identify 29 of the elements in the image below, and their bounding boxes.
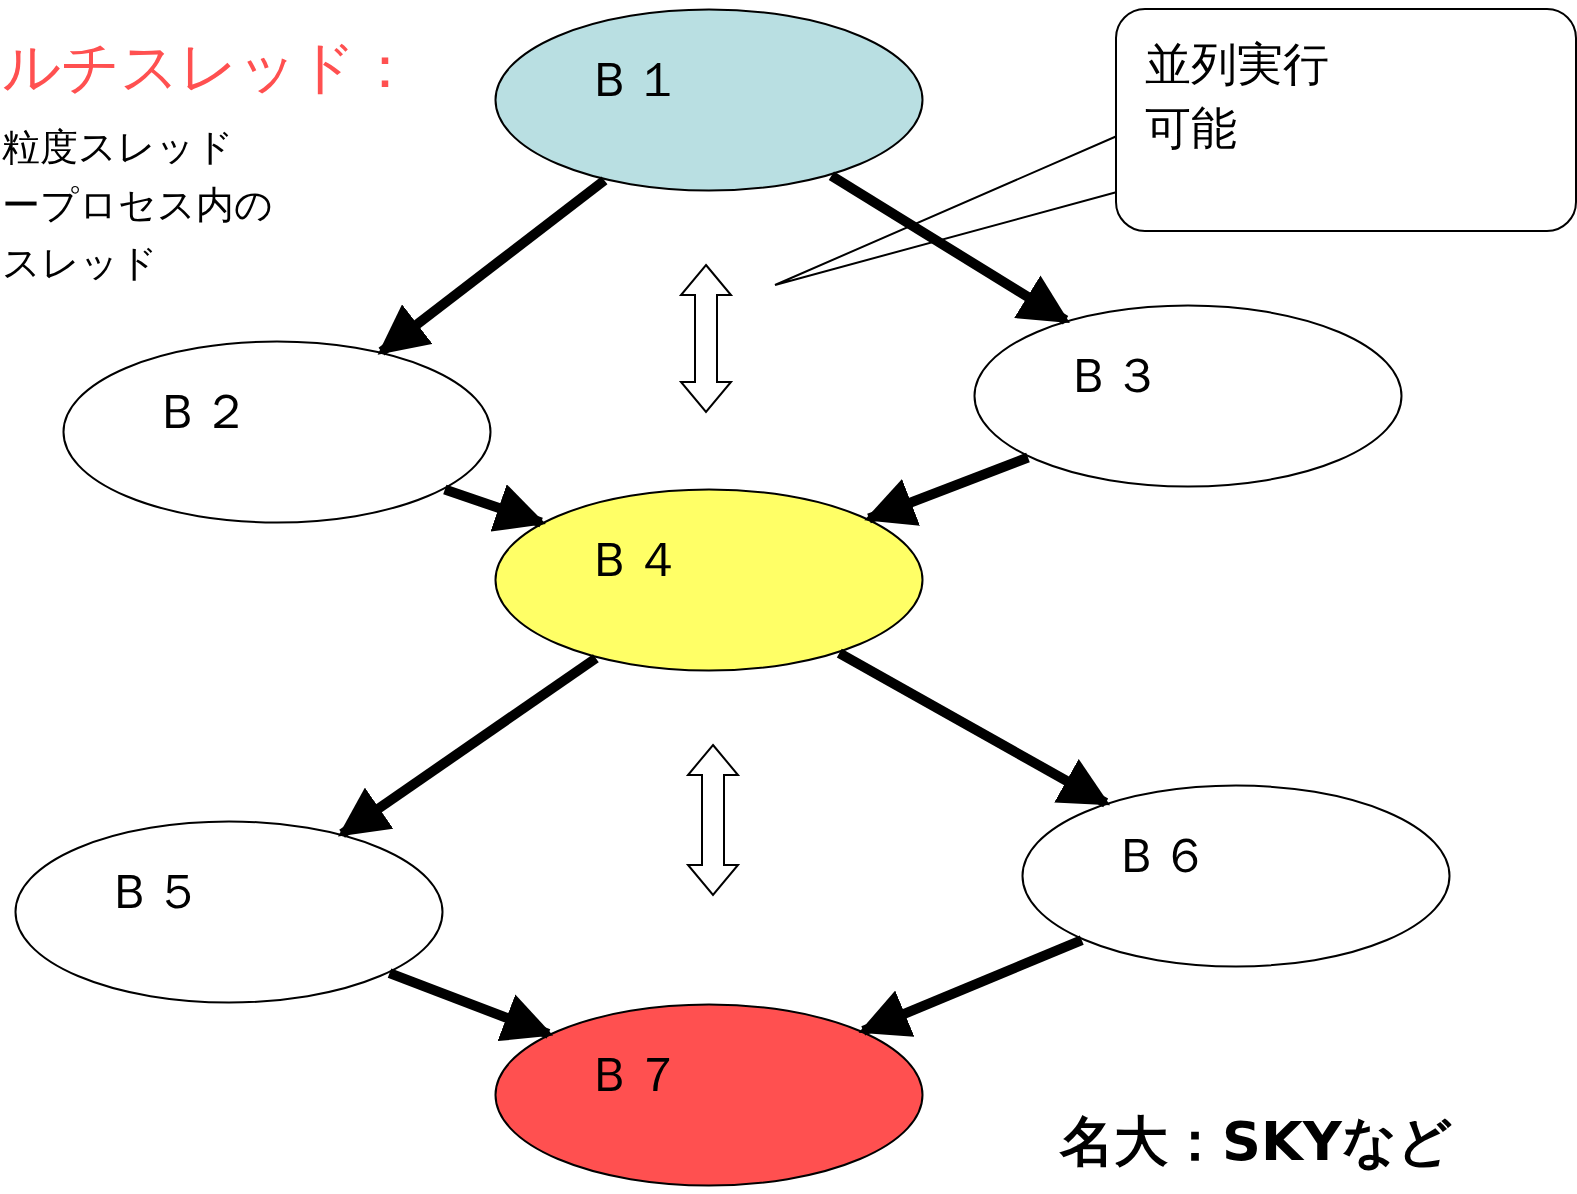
node-label: Ｂ２ bbox=[154, 388, 250, 436]
note-text: ープロセス内の bbox=[2, 186, 273, 224]
process-ellipse bbox=[62, 340, 492, 524]
callout-text: 並列実行可能 bbox=[1145, 36, 1330, 157]
node-label: Ｂ３ bbox=[1065, 352, 1161, 400]
note-text: 名大：SKYなど bbox=[1060, 1115, 1452, 1169]
process-ellipse bbox=[14, 820, 444, 1004]
arrow bbox=[858, 935, 1084, 1037]
arrow bbox=[443, 484, 546, 532]
process-ellipse bbox=[494, 8, 924, 192]
process-ellipse bbox=[494, 488, 924, 672]
note-text: ルチスレッド： bbox=[2, 38, 414, 96]
process-ellipse bbox=[973, 304, 1403, 488]
arrow bbox=[864, 452, 1030, 526]
note-text: スレッド bbox=[2, 244, 158, 282]
process-ellipse bbox=[494, 1003, 924, 1187]
callout-bubble bbox=[1115, 8, 1577, 232]
node-label: Ｂ７ bbox=[586, 1051, 682, 1099]
arrow bbox=[377, 176, 608, 356]
note-text: 粒度スレッド bbox=[2, 128, 234, 166]
arrow bbox=[836, 648, 1111, 808]
node-label: Ｂ６ bbox=[1113, 832, 1209, 880]
node-label: Ｂ１ bbox=[586, 56, 682, 104]
node-label: Ｂ５ bbox=[106, 868, 202, 916]
arrow bbox=[387, 968, 554, 1042]
arrow bbox=[828, 171, 1070, 325]
process-ellipse bbox=[1021, 784, 1451, 968]
node-label: Ｂ４ bbox=[586, 536, 682, 584]
arrow bbox=[338, 654, 599, 838]
